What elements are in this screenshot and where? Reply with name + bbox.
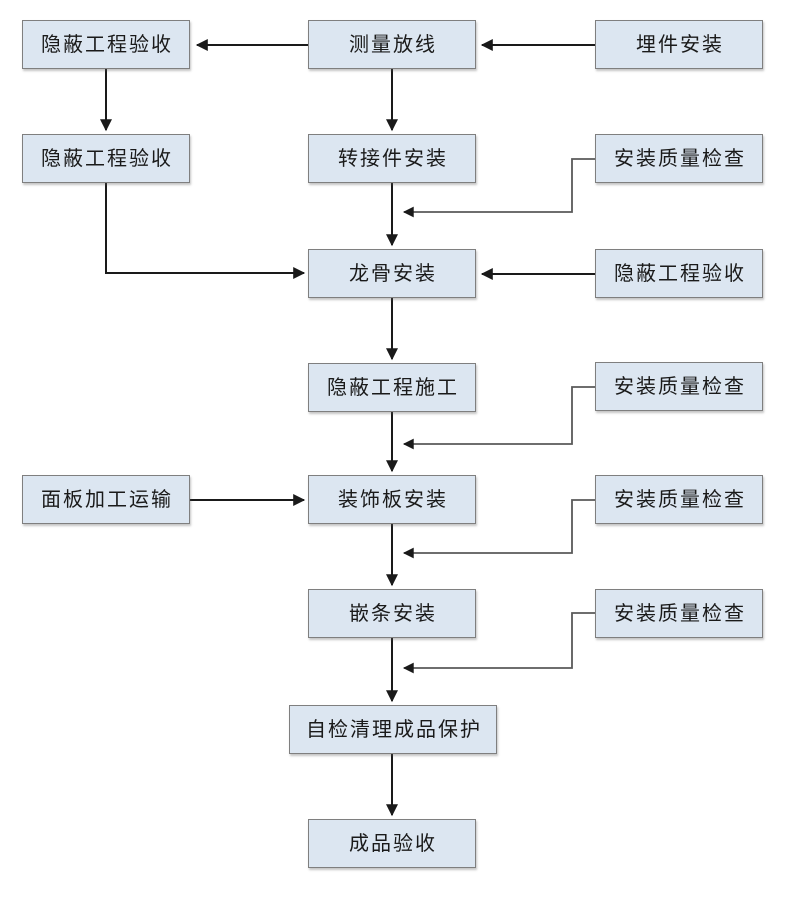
- node-install-quality-check-4: 安装质量检查: [595, 589, 763, 638]
- arrow-hidden-left-to-keel: [105, 183, 306, 279]
- node-label: 自检清理成品保护: [306, 718, 482, 741]
- connector-quality-check-3: [402, 499, 595, 559]
- node-label: 隐蔽工程验收: [614, 262, 746, 285]
- node-label: 安装质量检查: [614, 375, 746, 398]
- node-label: 安装质量检查: [614, 602, 746, 625]
- node-label: 安装质量检查: [614, 488, 746, 511]
- node-label: 装饰板安装: [338, 488, 448, 511]
- node-self-check-clean-protect: 自检清理成品保护: [289, 705, 497, 754]
- node-install-quality-check-3: 安装质量检查: [595, 475, 763, 524]
- node-label: 隐蔽工程施工: [327, 376, 459, 399]
- node-label: 转接件安装: [338, 147, 448, 170]
- node-label: 龙骨安装: [349, 262, 437, 285]
- connector-quality-check-2: [402, 386, 595, 450]
- node-label: 嵌条安装: [349, 602, 437, 625]
- node-label: 成品验收: [349, 832, 437, 855]
- node-label: 隐蔽工程验收: [41, 33, 173, 56]
- node-finished-product-acceptance: 成品验收: [308, 819, 476, 868]
- node-embedded-parts-install: 埋件安装: [595, 20, 763, 69]
- node-label: 隐蔽工程验收: [41, 147, 173, 170]
- node-label: 面板加工运输: [41, 488, 173, 511]
- node-adapter-install: 转接件安装: [308, 134, 476, 183]
- node-install-quality-check-1: 安装质量检查: [595, 134, 763, 183]
- node-install-quality-check-2: 安装质量检查: [595, 362, 763, 411]
- connector-quality-check-4: [402, 612, 595, 674]
- node-hidden-works-acceptance-left: 隐蔽工程验收: [22, 134, 190, 183]
- node-hidden-works-construction: 隐蔽工程施工: [308, 363, 476, 412]
- node-label: 安装质量检查: [614, 147, 746, 170]
- node-label: 测量放线: [349, 33, 437, 56]
- node-measure-set-out: 测量放线: [308, 20, 476, 69]
- connector-quality-check-1: [402, 158, 595, 218]
- node-panel-processing-transport: 面板加工运输: [22, 475, 190, 524]
- node-keel-install: 龙骨安装: [308, 249, 476, 298]
- node-hidden-works-acceptance-top: 隐蔽工程验收: [22, 20, 190, 69]
- node-decorative-panel-install: 装饰板安装: [308, 475, 476, 524]
- node-label: 埋件安装: [636, 33, 724, 56]
- node-hidden-works-acceptance-right: 隐蔽工程验收: [595, 249, 763, 298]
- node-strip-install: 嵌条安装: [308, 589, 476, 638]
